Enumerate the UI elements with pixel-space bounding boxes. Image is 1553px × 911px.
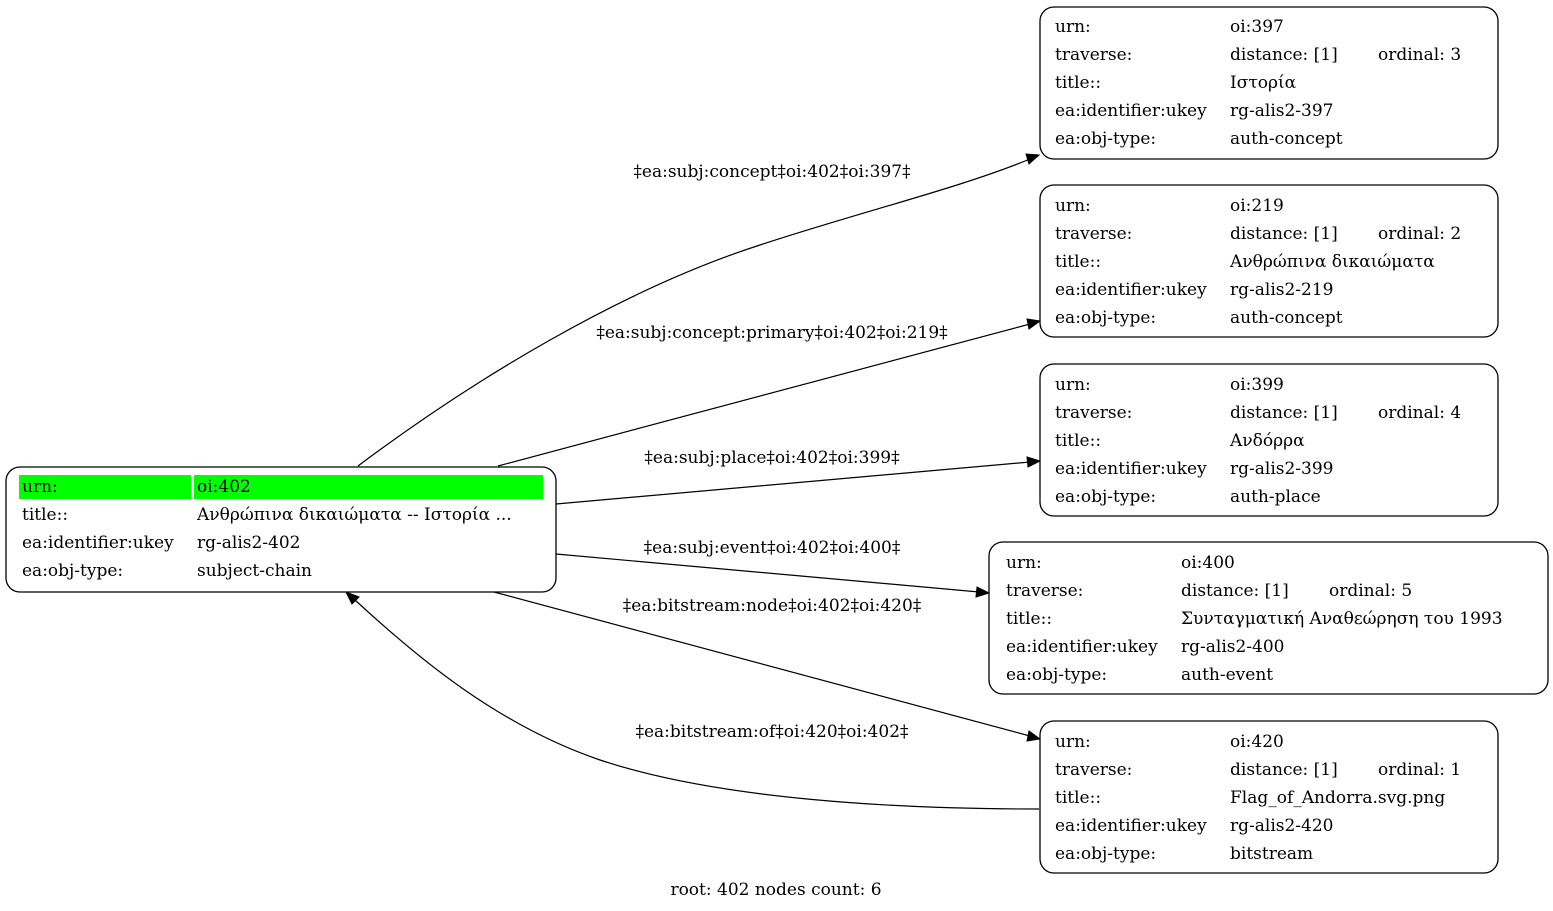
title-value: Ανδόρρα: [1229, 431, 1305, 451]
urn-value: oi:420: [1230, 732, 1284, 752]
edge-line: [497, 323, 1031, 467]
arrowhead-icon: [1026, 730, 1042, 742]
edge-subj-place: ‡ea:subj:place‡oi:402‡oi:399‡: [555, 448, 1042, 505]
node-oi-397[interactable]: urn: oi:397 traverse: distance: [1] ordi…: [1039, 6, 1499, 160]
urn-value: oi:402: [197, 477, 251, 497]
ordinal-value: ordinal: 5: [1329, 581, 1412, 601]
field-key: title::: [1006, 609, 1052, 629]
arrowhead-icon: [975, 586, 991, 598]
ukey-value: rg-alis2-420: [1230, 816, 1334, 836]
field-key: traverse:: [1055, 403, 1132, 423]
field-key: traverse:: [1055, 45, 1132, 65]
obj-type-value: bitstream: [1230, 844, 1313, 864]
node-oi-420[interactable]: urn: oi:420 traverse: distance: [1] ordi…: [1039, 720, 1499, 874]
distance-value: distance: [1]: [1181, 581, 1289, 601]
distance-value: distance: [1]: [1230, 224, 1338, 244]
edge-label: ‡ea:subj:concept‡oi:402‡oi:397‡: [633, 162, 911, 182]
node-oi-399[interactable]: urn: oi:399 traverse: distance: [1] ordi…: [1039, 363, 1499, 517]
field-key: title::: [1055, 252, 1101, 272]
field-key: ea:obj-type:: [1006, 665, 1107, 685]
ordinal-value: ordinal: 1: [1378, 760, 1461, 780]
field-key: ea:obj-type:: [22, 561, 123, 581]
edge-line: [357, 158, 1031, 467]
field-key: ea:identifier:ukey: [1055, 280, 1207, 300]
field-key: title::: [1055, 431, 1101, 451]
edge-line: [493, 591, 1031, 737]
field-key: ea:identifier:ukey: [1006, 637, 1158, 657]
field-key: ea:identifier:ukey: [1055, 816, 1207, 836]
field-key: urn:: [1055, 375, 1091, 395]
field-key: traverse:: [1055, 760, 1132, 780]
edge-label: ‡ea:subj:event‡oi:402‡oi:400‡: [644, 538, 901, 558]
field-key: ea:obj-type:: [1055, 129, 1156, 149]
distance-value: distance: [1]: [1230, 45, 1338, 65]
urn-value: oi:397: [1230, 17, 1284, 37]
urn-value: oi:400: [1181, 553, 1235, 573]
field-key: ea:identifier:ukey: [1055, 459, 1207, 479]
field-key: title::: [22, 505, 68, 525]
edge-label: ‡ea:subj:concept:primary‡oi:402‡oi:219‡: [596, 323, 948, 343]
field-key: urn:: [1055, 732, 1091, 752]
distance-value: distance: [1]: [1230, 403, 1338, 423]
field-key: ea:identifier:ukey: [1055, 101, 1207, 121]
arrowhead-icon: [1025, 153, 1041, 165]
field-key: urn:: [1055, 17, 1091, 37]
title-value: Ανθρώπινα δικαιώματα: [1229, 252, 1435, 272]
arrowhead-icon: [1026, 318, 1042, 330]
edge-line: [354, 599, 1040, 810]
edge-label: ‡ea:bitstream:of‡oi:420‡oi:402‡: [635, 722, 909, 742]
root-node[interactable]: urn: oi:402 title:: Ανθρώπινα δικαιώματα…: [5, 466, 557, 593]
field-key: urn:: [1055, 196, 1091, 216]
ukey-value: rg-alis2-397: [1230, 101, 1334, 121]
edge-label: ‡ea:bitstream:node‡oi:402‡oi:420‡: [623, 596, 922, 616]
field-key: urn:: [22, 477, 58, 497]
edge-bitstream-node: ‡ea:bitstream:node‡oi:402‡oi:420‡: [493, 591, 1042, 742]
field-key: ea:obj-type:: [1055, 844, 1156, 864]
obj-type-value: auth-concept: [1230, 129, 1343, 149]
ordinal-value: ordinal: 4: [1378, 403, 1461, 423]
field-key: ea:obj-type:: [1055, 308, 1156, 328]
node-oi-400[interactable]: urn: oi:400 traverse: distance: [1] ordi…: [988, 541, 1549, 695]
edge-label: ‡ea:subj:place‡oi:402‡oi:399‡: [644, 448, 900, 468]
distance-value: distance: [1]: [1230, 760, 1338, 780]
title-value: Συνταγματική Αναθεώρηση του 1993: [1181, 609, 1503, 629]
highlight-cell-key: [19, 475, 191, 499]
field-key: ea:obj-type:: [1055, 487, 1156, 507]
ordinal-value: ordinal: 2: [1378, 224, 1461, 244]
highlight-cell-value: [194, 475, 543, 499]
ukey-value: rg-alis2-399: [1230, 459, 1334, 479]
ordinal-value: ordinal: 3: [1378, 45, 1461, 65]
edge-line: [555, 461, 1031, 505]
field-key: traverse:: [1006, 581, 1083, 601]
arrowhead-icon: [344, 591, 360, 605]
edge-subj-concept: ‡ea:subj:concept‡oi:402‡oi:397‡: [357, 153, 1041, 467]
ukey-value: rg-alis2-400: [1181, 637, 1285, 657]
urn-value: oi:219: [1230, 196, 1284, 216]
ukey-value: rg-alis2-402: [197, 533, 301, 553]
graph-footer: root: 402 nodes count: 6: [670, 880, 881, 900]
edges: ‡ea:subj:concept‡oi:402‡oi:397‡ ‡ea:subj…: [344, 153, 1042, 810]
field-key: ea:identifier:ukey: [22, 533, 174, 553]
obj-type-value: subject-chain: [197, 561, 312, 581]
title-value: Ανθρώπινα δικαιώματα -- Ιστορία ...: [196, 505, 512, 525]
urn-value: oi:399: [1230, 375, 1284, 395]
arrowhead-icon: [1026, 456, 1042, 468]
edge-line: [555, 553, 980, 593]
edge-bitstream-of: ‡ea:bitstream:of‡oi:420‡oi:402‡: [344, 591, 1040, 810]
edge-subj-concept-primary: ‡ea:subj:concept:primary‡oi:402‡oi:219‡: [497, 318, 1042, 467]
title-value: Ιστορία: [1230, 73, 1297, 93]
edge-subj-event: ‡ea:subj:event‡oi:402‡oi:400‡: [555, 538, 991, 598]
title-value: Flag_of_Andorra.svg.png: [1230, 788, 1445, 808]
field-key: title::: [1055, 788, 1101, 808]
obj-type-value: auth-concept: [1230, 308, 1343, 328]
field-key: traverse:: [1055, 224, 1132, 244]
node-oi-219[interactable]: urn: oi:219 traverse: distance: [1] ordi…: [1039, 184, 1499, 338]
ukey-value: rg-alis2-219: [1230, 280, 1334, 300]
obj-type-value: auth-place: [1230, 487, 1321, 507]
field-key: title::: [1055, 73, 1101, 93]
obj-type-value: auth-event: [1181, 665, 1273, 685]
field-key: urn:: [1006, 553, 1042, 573]
